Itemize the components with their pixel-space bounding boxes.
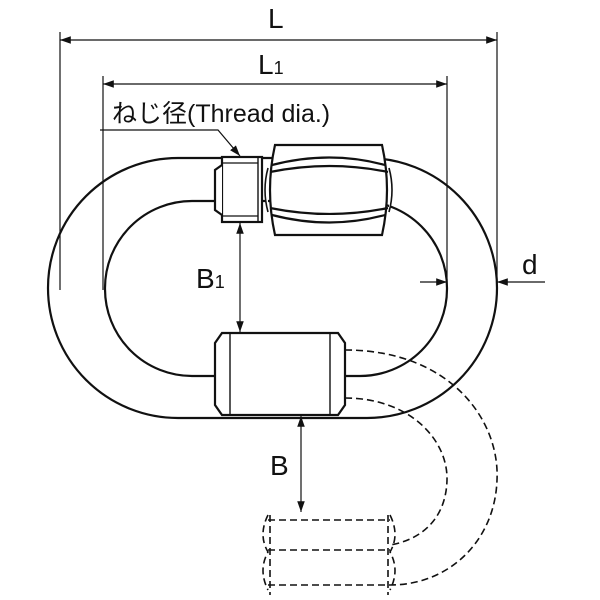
label-d: d: [522, 249, 538, 280]
swung-ring-dashed: [262, 349, 498, 595]
thread-leader: [100, 129, 241, 157]
label-L: L: [268, 3, 284, 34]
label-L1: L1: [258, 49, 284, 80]
threaded-stub: [213, 155, 264, 224]
label-thread-dia: ねじ径(Thread dia.): [112, 100, 330, 128]
hex-nut: [264, 143, 393, 237]
sleeve: [213, 331, 347, 417]
label-B1: B1: [196, 263, 225, 294]
label-B: B: [270, 450, 289, 481]
